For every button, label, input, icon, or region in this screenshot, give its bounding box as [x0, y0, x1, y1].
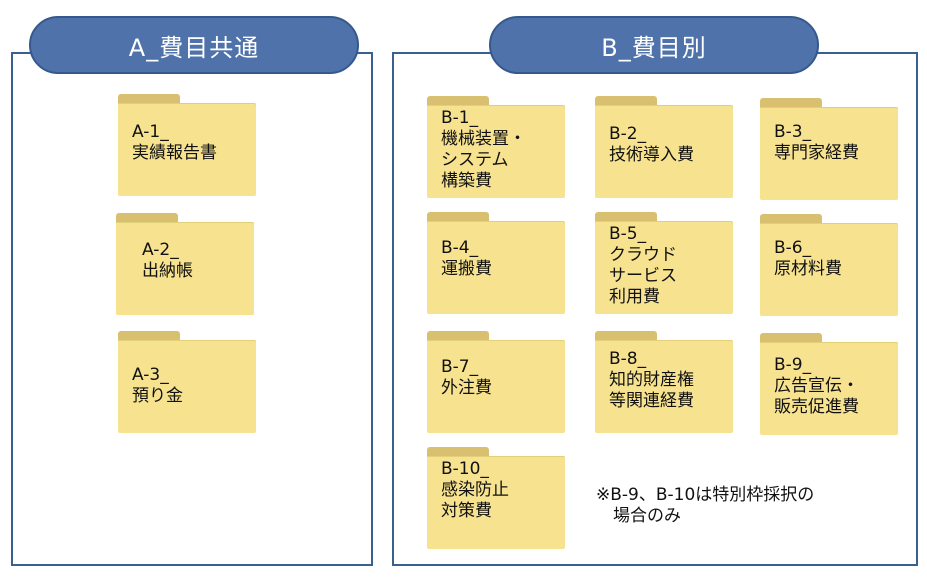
folder-b2[interactable]: B-2_ 技術導入費: [595, 96, 733, 198]
folder-body: [427, 456, 565, 549]
folder-label: B-1_ 機械装置・ システム 構築費: [441, 108, 526, 191]
folder-b10[interactable]: B-10_ 感染防止 対策費: [427, 447, 565, 549]
folder-label: B-3_ 専門家経費: [774, 122, 859, 163]
folder-b3[interactable]: B-3_ 専門家経費: [760, 98, 898, 200]
folder-body: [118, 103, 256, 196]
folder-b7[interactable]: B-7_ 外注費: [427, 331, 565, 433]
folder-label: A-1_ 実績報告書: [132, 122, 217, 163]
folder-label: B-10_ 感染防止 対策費: [441, 459, 509, 521]
folder-b8[interactable]: B-8_ 知的財産権 等関連経費: [595, 331, 733, 433]
folder-label: B-4_ 運搬費: [441, 238, 492, 279]
folder-a1[interactable]: A-1_ 実績報告書: [118, 94, 256, 196]
special-frame-note: ※B-9、B-10は特別枠採択の 場合のみ: [596, 485, 815, 526]
folder-b4[interactable]: B-4_ 運搬費: [427, 212, 565, 314]
folder-body: [760, 223, 898, 316]
folder-body: [118, 340, 256, 433]
folder-b5[interactable]: B-5_ クラウド サービス 利用費: [595, 212, 733, 314]
folder-label: A-3_ 預り金: [132, 365, 183, 406]
folder-label: B-8_ 知的財産権 等関連経費: [609, 349, 694, 411]
folder-label: A-2_ 出納帳: [142, 240, 193, 281]
folder-body: [427, 340, 565, 433]
folder-body: [595, 340, 733, 433]
folder-b9[interactable]: B-9_ 広告宣伝・ 販売促進費: [760, 333, 898, 435]
folder-a3[interactable]: A-3_ 預り金: [118, 331, 256, 433]
folder-a2[interactable]: A-2_ 出納帳: [116, 213, 254, 315]
folder-label: B-7_ 外注費: [441, 357, 492, 398]
folder-body: [595, 221, 733, 314]
folder-body: [427, 221, 565, 314]
folder-label: B-5_ クラウド サービス 利用費: [609, 224, 677, 307]
folder-body: [427, 105, 565, 198]
folder-b6[interactable]: B-6_ 原材料費: [760, 214, 898, 316]
folder-body: [760, 342, 898, 435]
folder-body: [595, 105, 733, 198]
folder-label: B-2_ 技術導入費: [609, 124, 694, 165]
panel-b-title: B_費目別: [489, 16, 819, 74]
folder-body: [116, 222, 254, 315]
panel-a-title: A_費目共通: [29, 16, 359, 74]
folder-label: B-9_ 広告宣伝・ 販売促進費: [774, 355, 859, 417]
folder-body: [760, 107, 898, 200]
folder-label: B-6_ 原材料費: [774, 238, 842, 279]
folder-b1[interactable]: B-1_ 機械装置・ システム 構築費: [427, 96, 565, 198]
